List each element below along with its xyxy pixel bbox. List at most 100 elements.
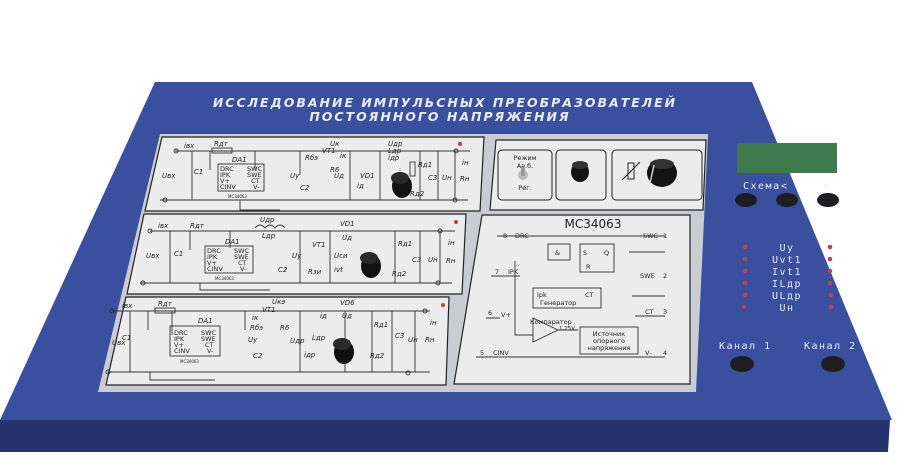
- c3-ud: Uд: [342, 312, 352, 320]
- c3-pin: V+: [174, 341, 184, 349]
- potentiometer-knob-1[interactable]: [391, 172, 412, 198]
- potentiometer-knob-2[interactable]: [360, 252, 381, 278]
- small-rotary-knob[interactable]: [571, 161, 589, 182]
- pin-2: 2: [663, 272, 667, 280]
- c1-chip: MC34063: [228, 194, 247, 199]
- c3-iin: iвх: [122, 302, 133, 310]
- led-ch2[interactable]: [827, 280, 833, 286]
- c2-in: iн: [448, 239, 455, 247]
- c3-pin: IPK: [174, 335, 185, 343]
- c1-uin: Uвх: [162, 172, 176, 180]
- c3-r6: R6: [280, 324, 290, 332]
- c3-rd2: Rд2: [370, 352, 385, 360]
- next-button-label: >: [823, 181, 831, 192]
- c3-c3: C3: [395, 332, 404, 340]
- c3-rd1: Rд1: [374, 321, 388, 329]
- c2-uin: Uвх: [146, 252, 160, 260]
- led-ch1[interactable]: [742, 280, 748, 286]
- potentiometer-knob-3[interactable]: [333, 338, 354, 364]
- c2-vt1: VT1: [312, 241, 326, 249]
- c1-pin: DRC: [220, 165, 234, 173]
- load-knob-box: [611, 149, 703, 201]
- title-line-2: ПОСТОЯННОГО НАПРЯЖЕНИЯ: [309, 109, 570, 124]
- mode-manual-label: Рег.: [518, 184, 531, 192]
- block-title: MC34063: [565, 217, 622, 231]
- pin-5: 5: [480, 349, 484, 357]
- latch-r: R: [586, 263, 591, 271]
- c3-uin: Uвх: [112, 339, 126, 347]
- circuit-panel-3[interactable]: iвх Rдт Uвх C1 DA1 DRC IPK V+ CINV SWC S…: [105, 296, 450, 386]
- c3-in: iн: [430, 319, 437, 327]
- c1-rn: Rн: [460, 175, 470, 183]
- led-ch1[interactable]: [742, 268, 748, 274]
- title-line-1: ИССЛЕДОВАНИЕ ИМПУЛЬСНЫХ ПРЕОБРАЗОВАТЕЛЕЙ: [213, 95, 677, 110]
- c1-rb: Rбэ: [305, 154, 318, 162]
- c2-pin: IPK: [207, 253, 218, 261]
- led-ch1[interactable]: [742, 292, 748, 298]
- c3-rb: Rбэ: [250, 324, 263, 332]
- signal-label: ILдр: [772, 279, 802, 290]
- led-ch2[interactable]: [827, 256, 833, 262]
- c1-ik: iк: [340, 152, 347, 160]
- load-rotary-knob[interactable]: [647, 159, 677, 187]
- led-ch1[interactable]: [742, 244, 748, 250]
- prev-button[interactable]: [776, 193, 798, 207]
- c2-da1: DA1: [225, 238, 240, 246]
- pin-cinv: CINV: [493, 349, 509, 357]
- c1-uy: Uy: [290, 172, 300, 180]
- vref-label: 1,25V: [559, 326, 575, 332]
- pin-ct: CT: [645, 308, 654, 316]
- signal-label: Uy: [779, 243, 794, 254]
- signal-label: Uvt1: [772, 255, 802, 266]
- c2-pin: V-: [240, 265, 247, 273]
- led-ch1[interactable]: [742, 256, 748, 262]
- led-ch2[interactable]: [827, 268, 833, 274]
- led-ch1[interactable]: [741, 304, 747, 310]
- channel1-label: Канал 1: [719, 341, 772, 352]
- led-ch2[interactable]: [827, 244, 833, 250]
- c3-pin: SWC: [201, 329, 217, 337]
- c2-pin: CINV: [207, 265, 223, 273]
- signal-label: Ivt1: [772, 267, 802, 278]
- c3-c2: C2: [253, 352, 263, 360]
- c2-rd2: Rд2: [392, 270, 407, 278]
- signal-label: ULдр: [772, 291, 802, 302]
- c3-un: Uн: [408, 336, 418, 344]
- c2-iin: iвх: [158, 222, 169, 230]
- circuit-panel-1[interactable]: iвх Rдт Uвх C1 DA1 DRC IPK V+ CINV SWC S…: [144, 136, 485, 212]
- c2-rn: Rн: [446, 257, 456, 265]
- gen-ct: CT: [585, 291, 594, 299]
- pin-vminus: V-: [645, 349, 652, 357]
- c3-pin: V-: [207, 347, 214, 355]
- led-ch2[interactable]: [828, 292, 834, 298]
- c2-pin: SWE: [234, 253, 249, 261]
- pin-8: 8: [503, 232, 507, 240]
- comparator-label: Компаратор: [530, 318, 572, 326]
- c1-ud: Uд: [334, 172, 344, 180]
- c2-c2: C2: [278, 266, 288, 274]
- schema-button[interactable]: [735, 193, 757, 207]
- c1-pin: CINV: [220, 183, 236, 191]
- mode-switch-box: [497, 149, 553, 201]
- c1-r6: R6: [330, 166, 340, 174]
- c1-pin: SWE: [247, 171, 262, 179]
- c2-ud: Uд: [342, 234, 352, 242]
- c1-pin: V-: [253, 183, 260, 191]
- gen-ipk: Ipk: [537, 291, 547, 299]
- c3-pin: SWE: [201, 335, 216, 343]
- led-ch2[interactable]: [828, 304, 834, 310]
- c1-pin: V+: [220, 177, 230, 185]
- circuit-panel-2[interactable]: iвх Rдт Uвх C1 DA1 DRC IPK V+ CINV SWC S…: [126, 213, 467, 295]
- c1-ldr: Lдр: [388, 147, 402, 155]
- c1-da1: DA1: [232, 156, 247, 164]
- next-button[interactable]: [817, 193, 839, 207]
- channel1-button[interactable]: [730, 356, 754, 372]
- channel2-button[interactable]: [821, 356, 845, 372]
- c2-c1: C1: [174, 250, 183, 258]
- signal-label: Uн: [779, 303, 794, 314]
- c2-pin: SWC: [234, 247, 250, 255]
- c1-pin: CT: [251, 177, 260, 185]
- pin-swe: SWE: [640, 272, 655, 280]
- mode-toggle-switch[interactable]: [518, 167, 528, 180]
